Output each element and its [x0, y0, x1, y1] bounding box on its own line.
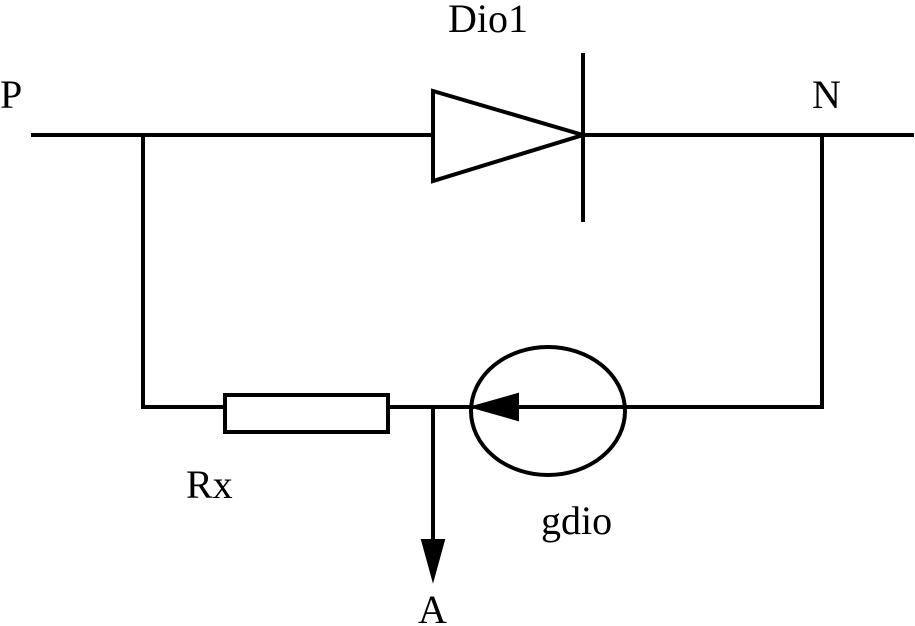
node-label-n: N — [812, 72, 841, 117]
current-source-circle — [469, 345, 627, 477]
current-source-arrow — [468, 392, 519, 422]
resistor-label: Rx — [186, 462, 233, 507]
current-source-label: gdio — [541, 498, 612, 543]
resistor-symbol — [223, 393, 390, 434]
output-label-a: A — [418, 587, 447, 626]
diode-triangle — [431, 88, 590, 184]
output-arrowhead — [420, 539, 446, 584]
diode-symbol — [431, 53, 590, 222]
diode-label: Dio1 — [448, 0, 528, 41]
node-label-p: P — [0, 72, 22, 117]
current-source-symbol — [468, 345, 627, 477]
